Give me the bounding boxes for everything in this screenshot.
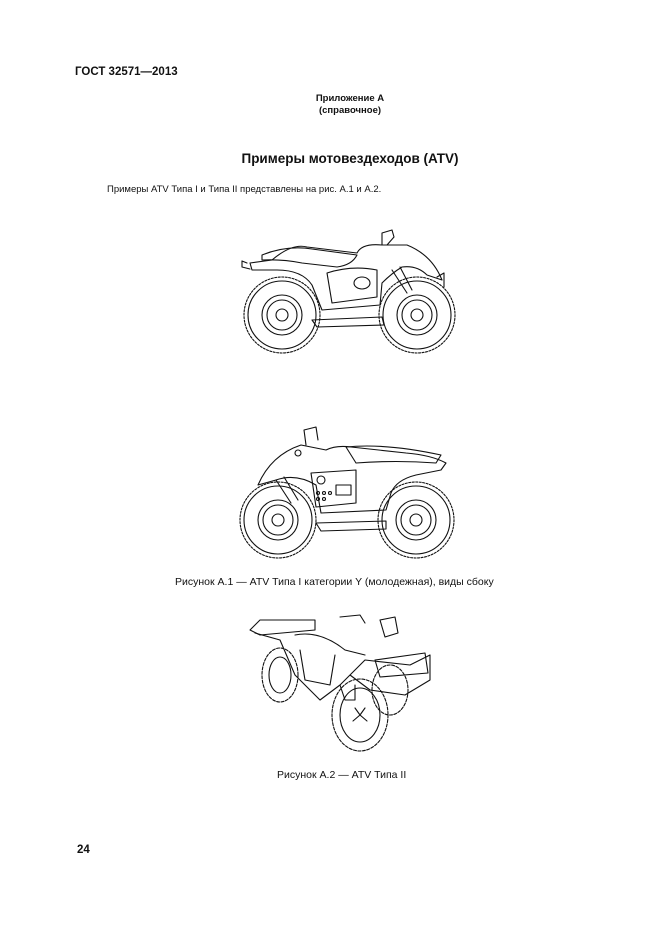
atv-type2-perspective-image — [249, 614, 431, 752]
atv-type1-side-left-image — [239, 426, 455, 559]
intro-paragraph: Примеры ATV Типа I и Типа II представлен… — [107, 184, 382, 195]
annex-title: Приложение А — [315, 93, 385, 104]
section-title: Примеры мотовездеходов (ATV) — [241, 151, 459, 166]
atv-type1-side-right-image — [241, 229, 456, 354]
figure-a2-caption: Рисунок А.2 — ATV Типа II — [277, 769, 407, 781]
annex-heading: Приложение А (справочное) — [300, 93, 400, 117]
annex-subtitle: (справочное) — [318, 105, 382, 116]
document-header: ГОСТ 32571—2013 — [75, 66, 178, 78]
figure-a1-caption: Рисунок А.1 — ATV Типа I категории Y (мо… — [175, 576, 494, 588]
page-number: 24 — [77, 844, 90, 856]
